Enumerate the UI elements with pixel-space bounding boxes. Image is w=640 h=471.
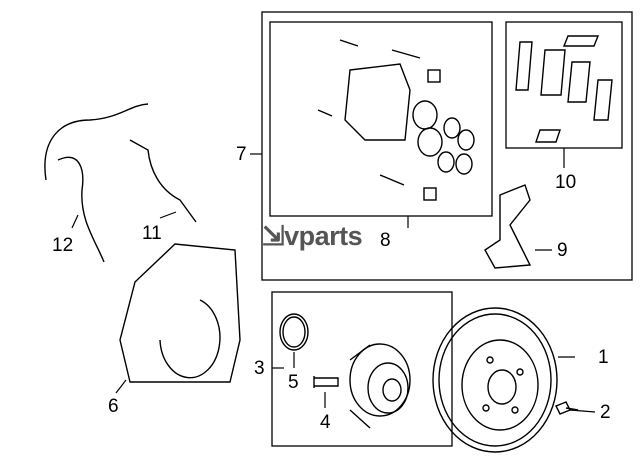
abs-sensor-drawing bbox=[44, 103, 149, 263]
callout-8[interactable]: 8 bbox=[380, 230, 391, 251]
hub-box bbox=[271, 291, 453, 447]
callout-4[interactable]: 4 bbox=[320, 412, 331, 433]
splash-shield-drawing bbox=[119, 243, 241, 383]
caliper-box bbox=[269, 21, 493, 217]
callout-1[interactable]: 1 bbox=[598, 347, 609, 368]
callout-10[interactable]: 10 bbox=[555, 172, 577, 193]
rotor-screw-drawing bbox=[555, 401, 579, 415]
callout-9[interactable]: 9 bbox=[557, 240, 568, 261]
hub-drawing bbox=[279, 313, 411, 429]
callout-11[interactable]: 11 bbox=[142, 223, 162, 244]
watermark-logo: ⇲vparts bbox=[262, 221, 363, 251]
brake-pads-drawing bbox=[515, 35, 613, 143]
callout-7[interactable]: 7 bbox=[236, 144, 247, 165]
brake-rotor-drawing bbox=[432, 307, 558, 453]
leader-lines bbox=[71, 148, 596, 413]
caliper-support-drawing bbox=[484, 184, 532, 269]
callout-12[interactable]: 12 bbox=[52, 235, 74, 256]
callout-5[interactable]: 5 bbox=[288, 372, 299, 393]
callout-3[interactable]: 3 bbox=[254, 358, 265, 379]
caliper-assembly-box bbox=[261, 11, 633, 281]
brake-hose-drawing bbox=[129, 139, 197, 223]
callout-6[interactable]: 6 bbox=[108, 396, 119, 417]
caliper-drawing bbox=[317, 39, 475, 201]
callout-2[interactable]: 2 bbox=[600, 402, 611, 423]
brake-pads-box bbox=[505, 21, 623, 149]
